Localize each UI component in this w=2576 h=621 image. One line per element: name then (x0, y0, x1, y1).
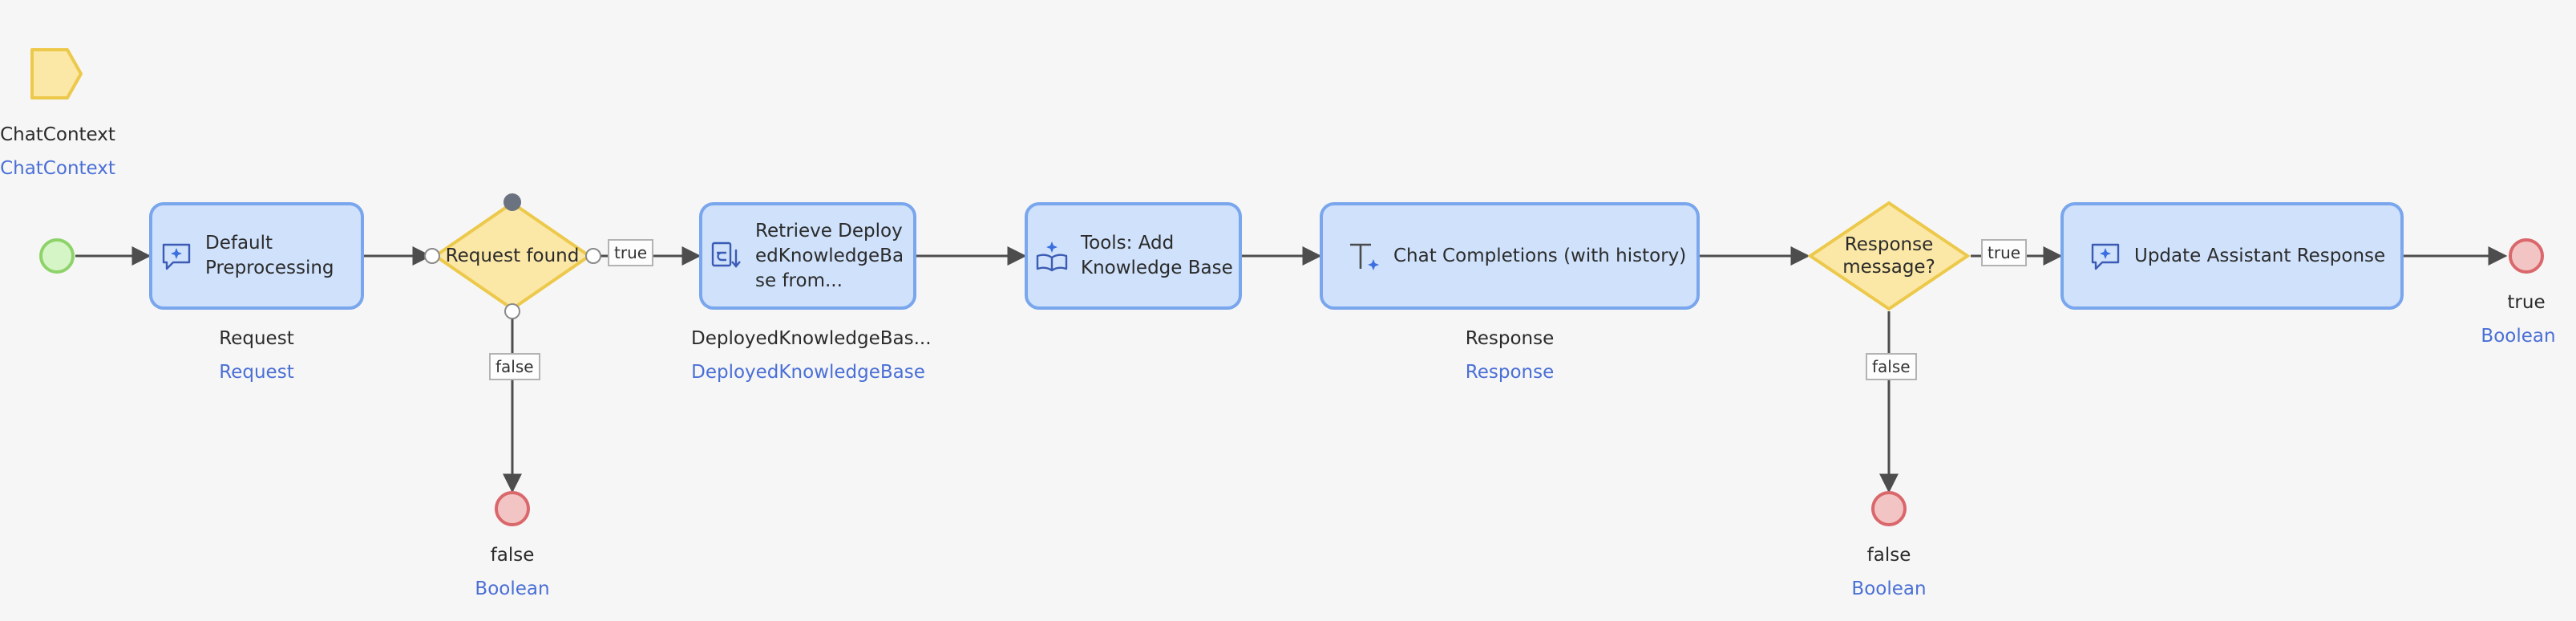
action-label: Default Preprocessing (205, 233, 334, 278)
flow-label-true-2: true (1981, 239, 2028, 266)
end-event-response-false[interactable] (1871, 491, 1907, 526)
action-chat-completions[interactable]: Chat Completions (with history) (1320, 202, 1700, 310)
preprocessing-output-type: Request (219, 362, 294, 383)
end-event-final-true[interactable] (2509, 238, 2544, 274)
retrieve-output-name: DeployedKnowledgeBas... (691, 328, 932, 349)
chat-sparkle-icon (159, 238, 194, 274)
flow-label-false-1: false (489, 353, 540, 380)
parameter-icon[interactable] (30, 48, 83, 99)
parameter-name: ChatContext (0, 124, 115, 145)
decision-response-message[interactable] (1807, 201, 1971, 311)
decision-bottom-handle (504, 303, 520, 319)
decision-request-found-label: Request found (445, 246, 580, 266)
action-retrieve-knowledge-base[interactable]: Retrieve DeployedKnowledgeBase from... (699, 202, 916, 310)
decision-request-found[interactable] (424, 193, 601, 319)
action-tools-add-knowledge-base[interactable]: Tools: Add Knowledge Base (1025, 202, 1242, 310)
parameter-type: ChatContext (0, 158, 115, 179)
start-event[interactable] (39, 238, 75, 274)
end-request-false-value: false (490, 545, 535, 566)
chat-completions-output-name: Response (1465, 328, 1555, 349)
end-final-true-type: Boolean (2481, 326, 2556, 347)
decision-left-handle (424, 248, 440, 264)
end-request-false-type: Boolean (475, 578, 550, 599)
end-response-false-type: Boolean (1851, 578, 1927, 599)
decision-top-handle (503, 193, 521, 211)
flow-label-false-2: false (1866, 353, 1917, 380)
chat-sparkle-icon (2088, 238, 2123, 274)
end-event-request-false[interactable] (495, 491, 530, 526)
end-response-false-value: false (1866, 545, 1911, 566)
decision-response-message-label: Response message? (1842, 234, 1935, 278)
knowledge-book-icon (1034, 238, 1070, 274)
retrieve-output-type: DeployedKnowledgeBase (691, 362, 925, 383)
action-update-assistant-response[interactable]: Update Assistant Response (2060, 202, 2404, 310)
action-default-preprocessing[interactable]: Default Preprocessing (149, 202, 364, 310)
text-sparkle-icon (1347, 238, 1382, 274)
action-label: Retrieve DeployedKnowledgeBase from... (755, 220, 904, 291)
action-label: Update Assistant Response (2134, 245, 2386, 266)
end-final-true-value: true (2507, 292, 2546, 313)
retrieve-icon (709, 238, 744, 274)
chat-completions-output-type: Response (1465, 362, 1555, 383)
flow-label-true-1: true (608, 239, 654, 266)
action-label: Tools: Add Knowledge Base (1081, 233, 1233, 278)
action-label: Chat Completions (with history) (1393, 245, 1687, 266)
decision-right-handle (585, 248, 601, 264)
preprocessing-output-name: Request (219, 328, 294, 349)
